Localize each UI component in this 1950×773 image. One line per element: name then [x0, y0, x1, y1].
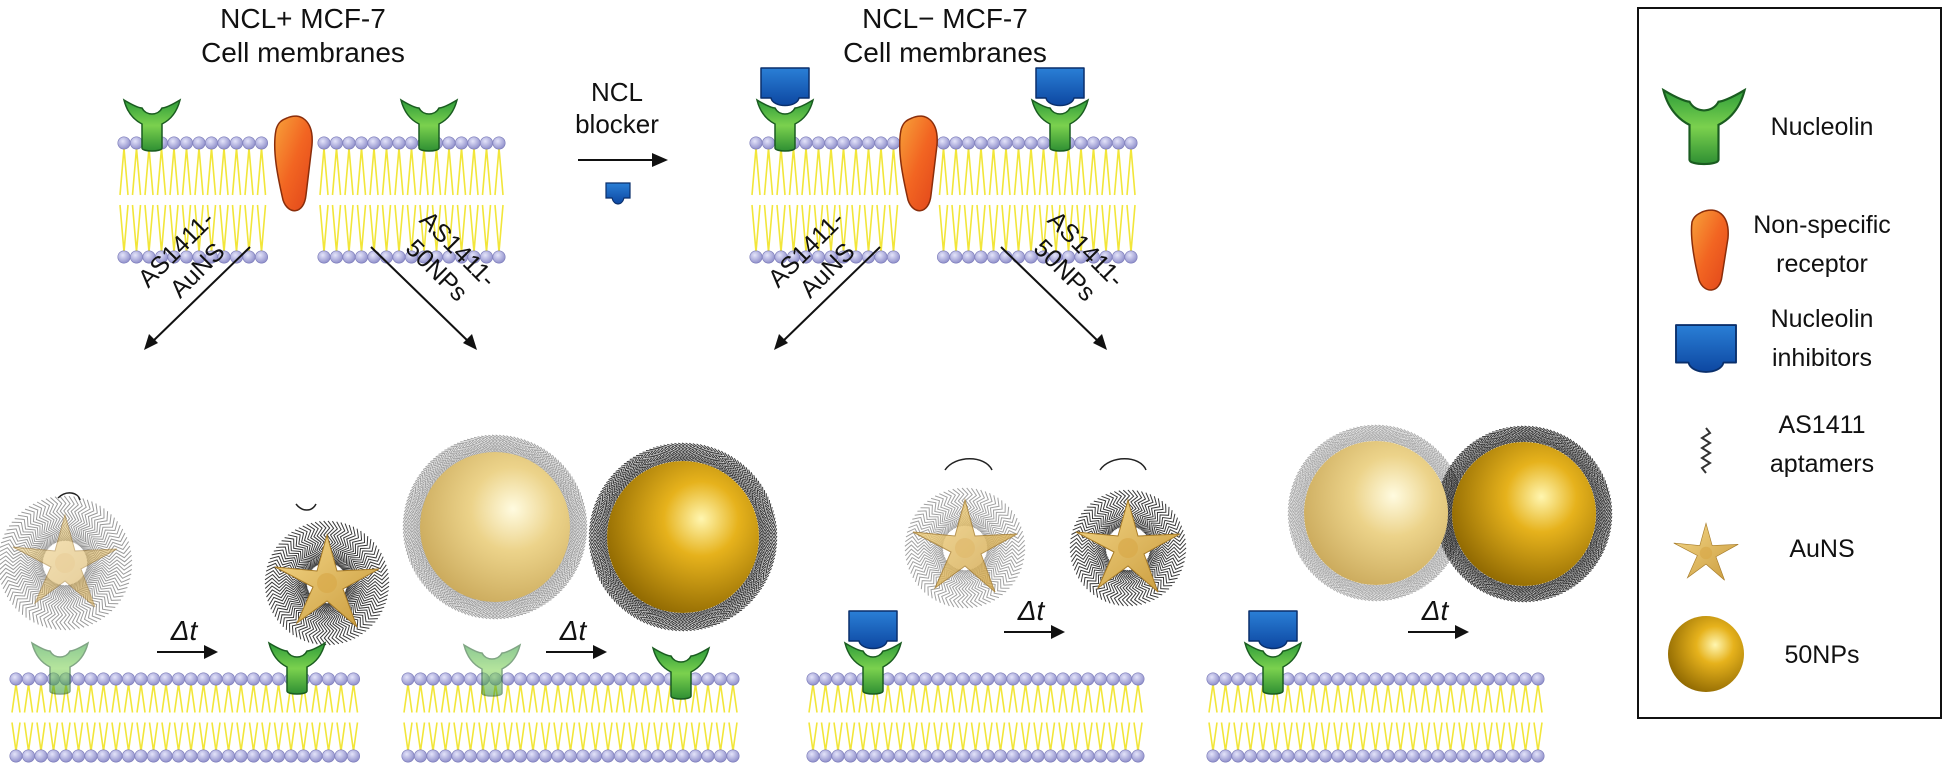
legend-label: receptor: [1776, 250, 1868, 278]
legend-label: 50NPs: [1784, 641, 1859, 669]
legend-receptor-icon: [1690, 209, 1729, 291]
delta-t-label: Δt: [170, 615, 199, 646]
arrowhead: [463, 334, 477, 350]
non-specific-receptor: [273, 115, 313, 212]
delta-t-label: Δt: [1017, 595, 1046, 626]
nucleolin-inhibitor: [1248, 610, 1298, 650]
rotation-arrow: [1099, 458, 1147, 471]
legend-label: Non-specific: [1753, 211, 1891, 239]
arrowhead: [593, 645, 607, 659]
arrows: [149, 246, 1102, 345]
rotation-arrow: [57, 492, 81, 501]
legend-label: Nucleolin: [1771, 305, 1874, 333]
legend-label: aptamers: [1770, 450, 1874, 478]
arrowhead: [1455, 625, 1469, 639]
nucleolin-receptor: [844, 642, 902, 695]
nucleolin-receptor-faded: [463, 644, 521, 697]
50np-sphere-faded: [420, 452, 570, 602]
legend-label: Nucleolin: [1771, 113, 1874, 141]
delta-t-label: Δt: [1421, 595, 1450, 626]
legend-aptamer-icon: [1700, 427, 1712, 474]
blocker-arrowhead: [652, 153, 668, 167]
nucleolin-inhibitor: [1035, 67, 1085, 107]
50np-sphere-faded: [1304, 441, 1448, 585]
nucleolin-inhibitor: [760, 67, 810, 107]
arrowhead: [1093, 334, 1107, 350]
left-title-line2: Cell membranes: [201, 37, 405, 68]
right-title-line2: Cell membranes: [843, 37, 1047, 68]
arrowhead: [1051, 625, 1065, 639]
legend-label: AuNS: [1789, 535, 1854, 563]
50np-sphere: [1452, 442, 1596, 586]
nucleolin-inhibitor: [848, 610, 898, 650]
rotation-arrow: [295, 503, 317, 511]
membrane-bottom-1: [9, 672, 360, 763]
membrane-top-left: [117, 136, 506, 264]
blocker-label-line1: NCL: [591, 77, 643, 107]
blocker-label-line2: blocker: [575, 109, 659, 139]
membrane-bottom-3: [806, 672, 1145, 763]
inhibitor-icon: [605, 182, 631, 205]
arrowhead: [774, 334, 788, 350]
nucleolin-receptor: [1244, 642, 1302, 695]
left-title-line1: NCL+ MCF-7: [220, 3, 386, 34]
50np-sphere: [607, 461, 759, 613]
legend-label: AS1411: [1778, 411, 1865, 439]
arrowhead: [204, 645, 218, 659]
right-title-line1: NCL− MCF-7: [862, 3, 1028, 34]
rotation-arrow: [944, 458, 993, 471]
arrowhead: [144, 334, 158, 350]
legend-sphere-icon: [1668, 616, 1744, 692]
membrane-bottom-4: [1206, 672, 1545, 763]
delta-t-label: Δt: [559, 615, 588, 646]
non-specific-receptor: [898, 115, 938, 212]
legend-label: inhibitors: [1772, 344, 1872, 372]
